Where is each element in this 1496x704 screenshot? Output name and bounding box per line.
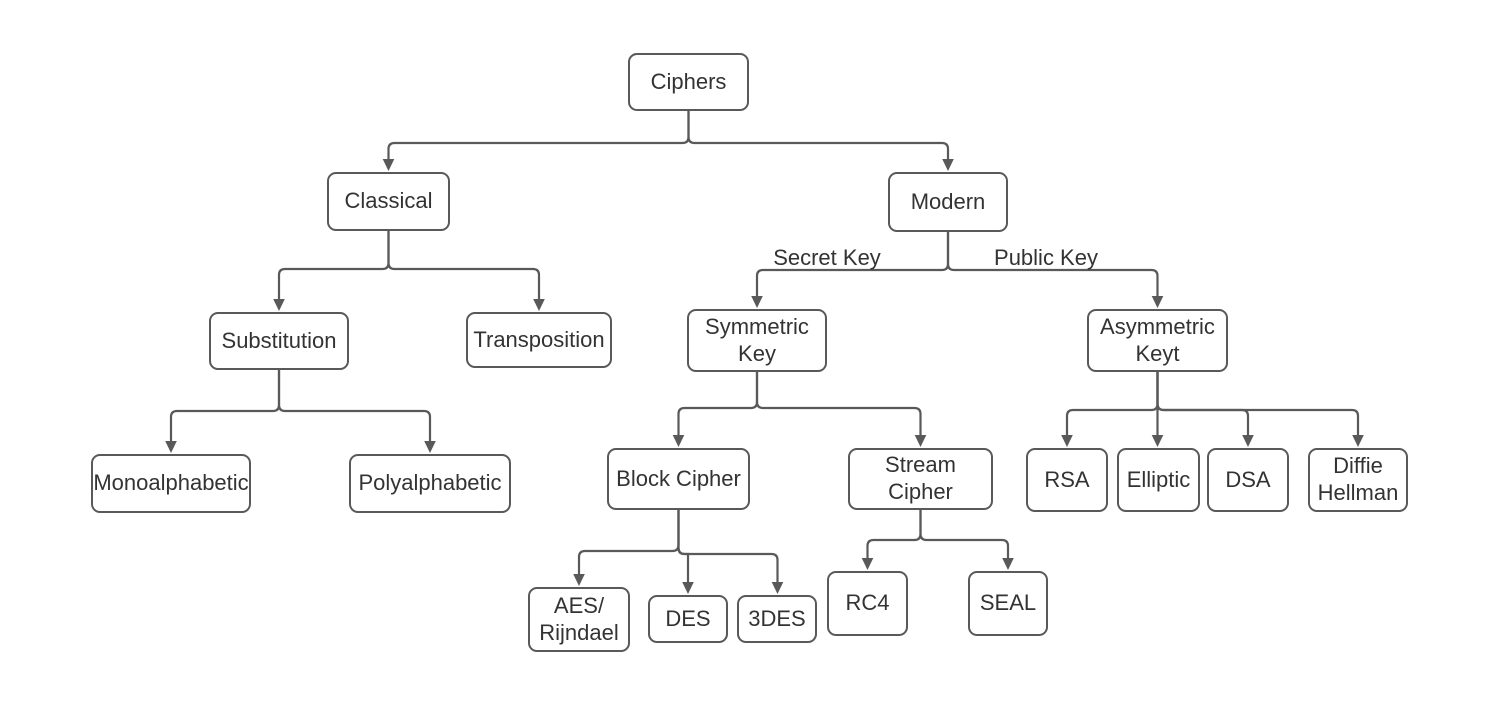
node-rsa: RSA — [1026, 448, 1108, 512]
arrowhead-icon — [1242, 435, 1254, 447]
edge-line — [866, 508, 922, 560]
arrowhead-icon — [751, 296, 763, 308]
arrowhead-icon — [1002, 558, 1014, 570]
node-symmetric-key: Symmetric Key — [687, 309, 827, 372]
edge-label-public-key: Public Key — [994, 245, 1098, 270]
edge-line — [387, 109, 690, 161]
node-3des: 3DES — [737, 595, 817, 643]
node-asymmetric-key: Asymmetric Keyt — [1087, 309, 1228, 372]
edge-asymmetric-diffie-hellman — [1156, 370, 1364, 447]
arrowhead-icon — [682, 582, 694, 594]
edge-symmetric-block-cipher — [672, 370, 759, 447]
edge-block-3des — [677, 508, 784, 594]
edge-line — [677, 370, 759, 437]
node-elliptic: Elliptic — [1117, 448, 1200, 512]
arrowhead-icon — [1352, 435, 1364, 447]
edge-modern-asymmetric — [946, 230, 1164, 308]
edge-line — [277, 229, 390, 301]
edge-line — [1156, 370, 1360, 437]
node-block-cipher: Block Cipher — [607, 448, 750, 510]
node-rc4: RC4 — [827, 571, 908, 636]
edge-stream-rc4 — [861, 508, 922, 570]
edge-line — [919, 508, 1010, 560]
arrowhead-icon — [1061, 435, 1073, 447]
edge-line — [946, 230, 1159, 298]
node-transposition: Transposition — [466, 312, 612, 368]
edge-line — [687, 109, 950, 161]
node-ciphers: Ciphers — [628, 53, 749, 111]
arrowhead-icon — [914, 435, 927, 447]
edge-substitution-monoalphabetic — [165, 368, 281, 453]
edge-line — [169, 368, 281, 443]
edge-classical-substitution — [273, 229, 390, 311]
node-substitution: Substitution — [209, 312, 349, 370]
arrowhead-icon — [771, 582, 784, 594]
node-aes-rijndael: AES/ Rijndael — [528, 587, 630, 652]
arrowhead-icon — [165, 441, 177, 453]
node-classical: Classical — [327, 172, 450, 231]
node-diffie-hellman: Diffie Hellman — [1308, 448, 1408, 512]
edge-label-secret-key: Secret Key — [773, 245, 881, 270]
arrowhead-icon — [273, 299, 285, 311]
node-polyalphabetic: Polyalphabetic — [349, 454, 511, 513]
edge-symmetric-stream-cipher — [755, 370, 927, 447]
edge-ciphers-classical — [382, 109, 690, 171]
edge-classical-transposition — [387, 229, 545, 311]
edge-line — [677, 508, 690, 584]
edge-line — [1065, 370, 1159, 437]
arrowhead-icon — [672, 435, 685, 447]
node-dsa: DSA — [1207, 448, 1289, 512]
edge-line — [1156, 370, 1250, 437]
edge-line — [677, 508, 779, 584]
edge-line — [277, 368, 432, 443]
arrowhead-icon — [1151, 296, 1164, 308]
arrowhead-icon — [424, 441, 436, 453]
node-modern: Modern — [888, 172, 1008, 232]
arrowhead-icon — [573, 574, 585, 586]
node-des: DES — [648, 595, 728, 643]
arrowhead-icon — [533, 299, 545, 311]
edge-ciphers-modern — [687, 109, 954, 171]
arrowhead-icon — [942, 159, 954, 171]
edge-block-aes — [573, 508, 680, 586]
edge-asymmetric-rsa — [1061, 370, 1159, 447]
node-seal: SEAL — [968, 571, 1048, 636]
edge-substitution-polyalphabetic — [277, 368, 436, 453]
edge-line — [387, 229, 541, 301]
arrowhead-icon — [382, 159, 395, 171]
arrowhead-icon — [861, 558, 874, 570]
node-monoalphabetic: Monoalphabetic — [91, 454, 251, 513]
edge-line — [755, 370, 922, 437]
node-stream-cipher: Stream Cipher — [848, 448, 993, 510]
edge-line — [577, 508, 680, 576]
arrowhead-icon — [1151, 435, 1164, 447]
edge-stream-seal — [919, 508, 1014, 570]
